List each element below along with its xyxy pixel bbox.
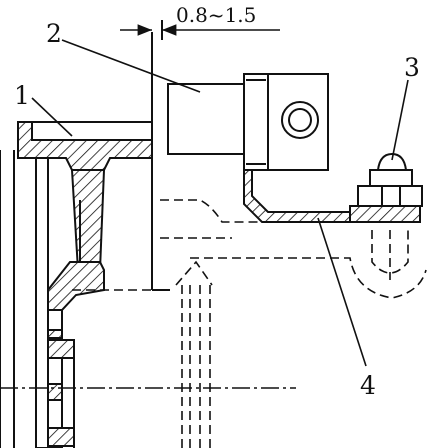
callout-1: 1 [14, 81, 30, 110]
screw-head [357, 152, 423, 207]
hidden-lines [72, 199, 427, 448]
callout-3: 3 [404, 53, 420, 82]
gap-dimension-text: 0.8~1.5 [176, 3, 256, 27]
housing-bracket [0, 121, 153, 448]
leader-lines [31, 39, 409, 367]
callout-2: 2 [46, 19, 62, 48]
sensor-body [167, 73, 329, 171]
callout-4: 4 [360, 371, 376, 400]
